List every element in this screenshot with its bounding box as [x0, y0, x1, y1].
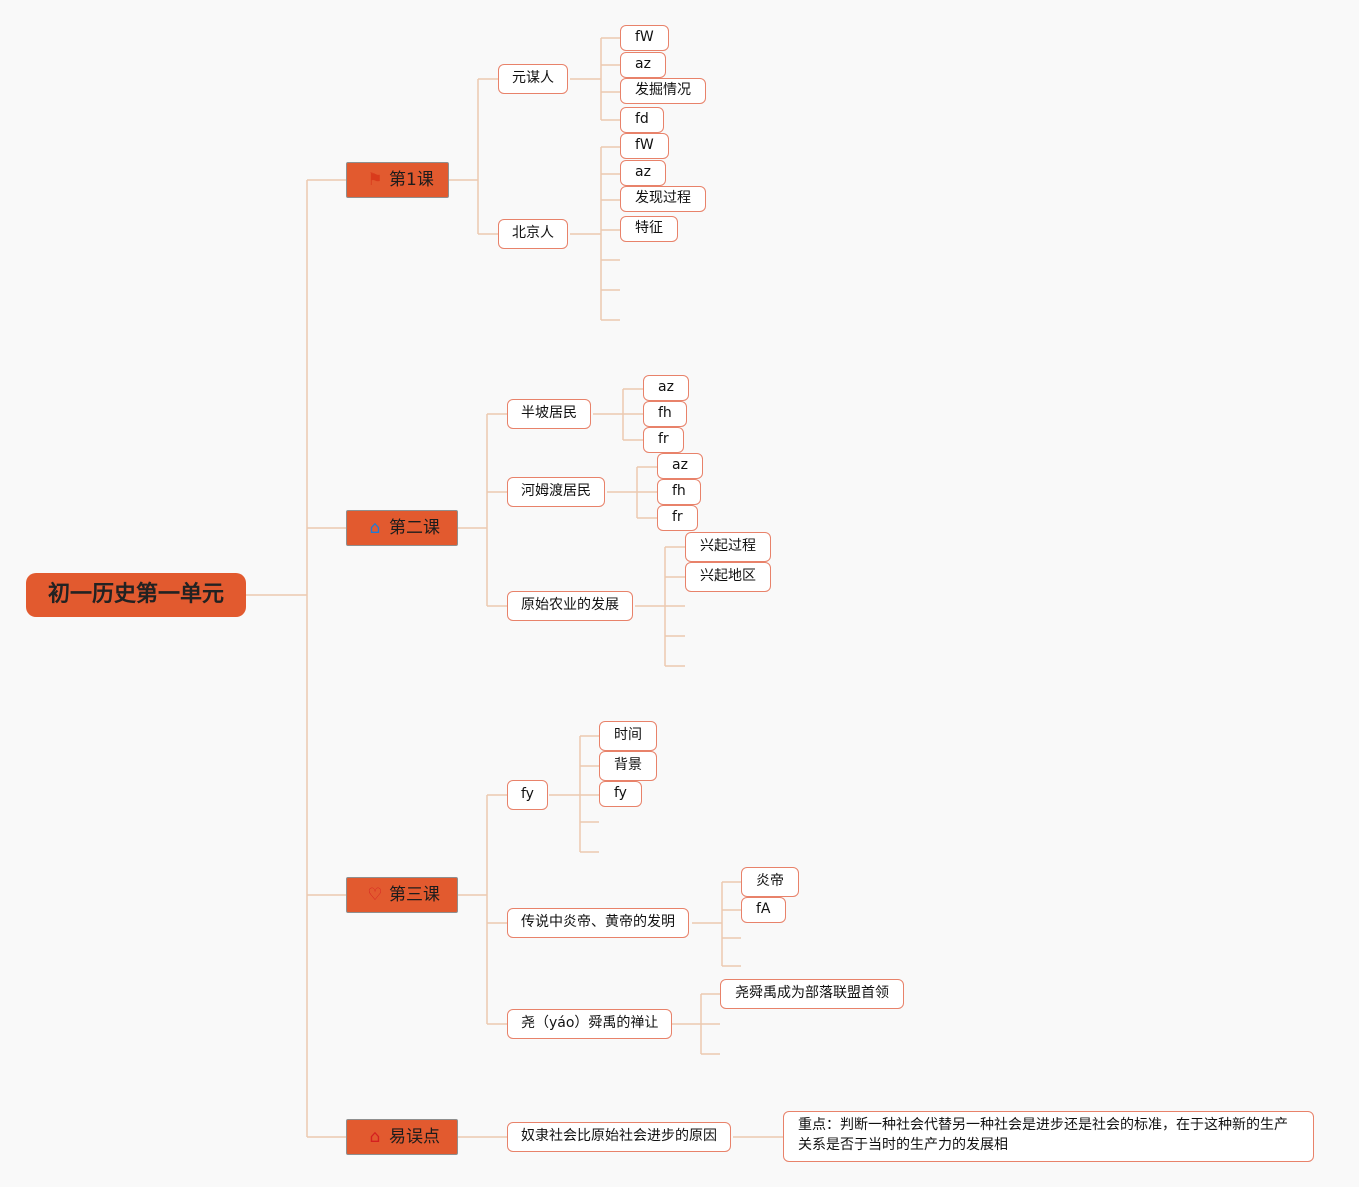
- lesson-1-node[interactable]: ⚑ 第1课: [346, 162, 449, 198]
- leaf-banpo-3[interactable]: fr: [643, 427, 684, 453]
- lesson-1-label: 第1课: [389, 170, 434, 190]
- topic-yuanmou[interactable]: 元谋人: [498, 64, 568, 94]
- leaf-hemudu-3[interactable]: fr: [657, 505, 698, 531]
- leaf-beijing-1[interactable]: fW: [620, 133, 669, 159]
- lesson-3-label: 第三课: [389, 885, 440, 905]
- topic-banpo[interactable]: 半坡居民: [507, 399, 591, 429]
- leaf-agriculture-1[interactable]: 兴起过程: [685, 532, 771, 562]
- leaf-fy-1[interactable]: 时间: [599, 721, 657, 751]
- slavery-note[interactable]: 重点：判断一种社会代替另一种社会是进步还是社会的标准，在于这种新的生产关系是否于…: [783, 1111, 1314, 1162]
- topic-agriculture[interactable]: 原始农业的发展: [507, 591, 633, 621]
- leaf-yuanmou-2[interactable]: az: [620, 52, 666, 78]
- heart-icon: ♡: [367, 885, 383, 905]
- leaf-legend-2[interactable]: fA: [741, 897, 786, 923]
- home-outline-icon: ⌂: [369, 1127, 381, 1147]
- leaf-fy-2[interactable]: 背景: [599, 751, 657, 781]
- leaf-hemudu-1[interactable]: az: [657, 453, 703, 479]
- leaf-yuanmou-3[interactable]: 发掘情况: [620, 78, 706, 104]
- topic-hemudu[interactable]: 河姆渡居民: [507, 477, 605, 507]
- leaf-yuanmou-4[interactable]: fd: [620, 107, 664, 133]
- leaf-beijing-4[interactable]: 特征: [620, 216, 678, 242]
- leaf-banpo-2[interactable]: fh: [643, 401, 687, 427]
- leaf-shanrang-1[interactable]: 尧舜禹成为部落联盟首领: [720, 979, 904, 1009]
- mistakes-node[interactable]: ⌂ 易误点: [346, 1119, 458, 1155]
- leaf-legend-1[interactable]: 炎帝: [741, 867, 799, 897]
- topic-fy[interactable]: fy: [507, 780, 548, 810]
- mistakes-label: 易误点: [389, 1127, 440, 1147]
- topic-legend[interactable]: 传说中炎帝、黄帝的发明: [507, 908, 689, 938]
- leaf-beijing-2[interactable]: az: [620, 160, 666, 186]
- house-icon: ⌂: [369, 518, 381, 538]
- lesson-2-label: 第二课: [389, 518, 440, 538]
- leaf-agriculture-2[interactable]: 兴起地区: [685, 562, 771, 592]
- lesson-3-node[interactable]: ♡ 第三课: [346, 877, 458, 913]
- topic-slavery[interactable]: 奴隶社会比原始社会进步的原因: [507, 1122, 731, 1152]
- topic-beijing[interactable]: 北京人: [498, 219, 568, 249]
- leaf-beijing-3[interactable]: 发现过程: [620, 186, 706, 212]
- leaf-hemudu-2[interactable]: fh: [657, 479, 701, 505]
- leaf-yuanmou-1[interactable]: fW: [620, 25, 669, 51]
- lesson-2-node[interactable]: ⌂ 第二课: [346, 510, 458, 546]
- flag-icon: ⚑: [367, 170, 383, 190]
- leaf-fy-3[interactable]: fy: [599, 781, 642, 807]
- topic-shanrang[interactable]: 尧（yáo）舜禹的禅让: [507, 1009, 673, 1039]
- leaf-banpo-1[interactable]: az: [643, 375, 689, 401]
- root-node[interactable]: 初一历史第一单元: [26, 573, 246, 617]
